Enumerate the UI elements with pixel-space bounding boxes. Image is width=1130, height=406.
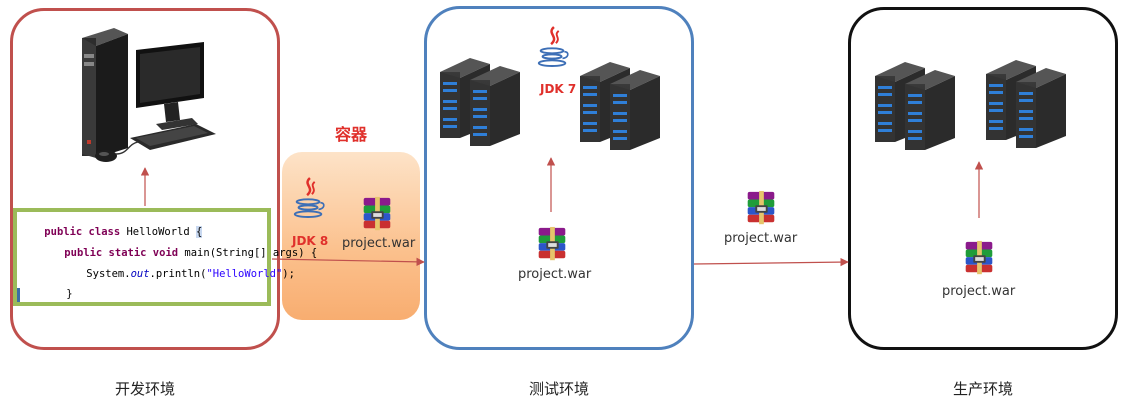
code-line-end: ); <box>282 268 295 280</box>
server-icon <box>440 58 520 146</box>
code-println: .println( <box>149 268 207 280</box>
java-icon <box>290 175 328 221</box>
code-keyword: public static void <box>64 247 179 259</box>
dev-environment-label: 开发环境 <box>114 380 175 398</box>
code-string: "HelloWorld" <box>206 268 283 280</box>
code-method-signature: main(String[] args) { <box>178 247 318 259</box>
container-war-label: project.war <box>342 236 416 251</box>
winrar-archive-icon <box>742 190 780 228</box>
winrar-archive-icon <box>358 196 396 234</box>
code-class-name: HelloWorld <box>120 226 197 238</box>
jdk7-label: JDK 7 <box>540 82 577 96</box>
text-cursor <box>17 288 20 302</box>
server-icon <box>580 62 660 150</box>
test-to-prod-arrow <box>693 257 849 267</box>
code-closing-brace: } <box>66 288 73 300</box>
java-icon <box>534 24 572 70</box>
jdk8-label: JDK 8 <box>292 234 329 248</box>
test-environment-label: 测试环境 <box>528 380 589 398</box>
code-brace: { <box>196 226 203 238</box>
container-label: 容器 <box>334 125 367 144</box>
winrar-archive-icon <box>533 226 571 264</box>
container-box <box>282 152 420 320</box>
test-war-label: project.war <box>518 267 592 282</box>
code-system: System. <box>86 268 131 280</box>
server-icon <box>875 62 955 150</box>
winrar-archive-icon <box>960 240 998 278</box>
server-icon <box>986 60 1066 148</box>
code-editor: public class HelloWorld { public static … <box>13 208 317 306</box>
prod-environment-label: 生产环境 <box>952 380 1013 398</box>
code-field-out: out <box>130 268 150 280</box>
code-keyword: public class <box>44 226 121 238</box>
transfer-war-label: project.war <box>724 231 798 246</box>
desktop-computer-icon <box>82 28 216 162</box>
prod-war-label: project.war <box>942 284 1016 299</box>
prod-environment-panel <box>848 7 1118 350</box>
